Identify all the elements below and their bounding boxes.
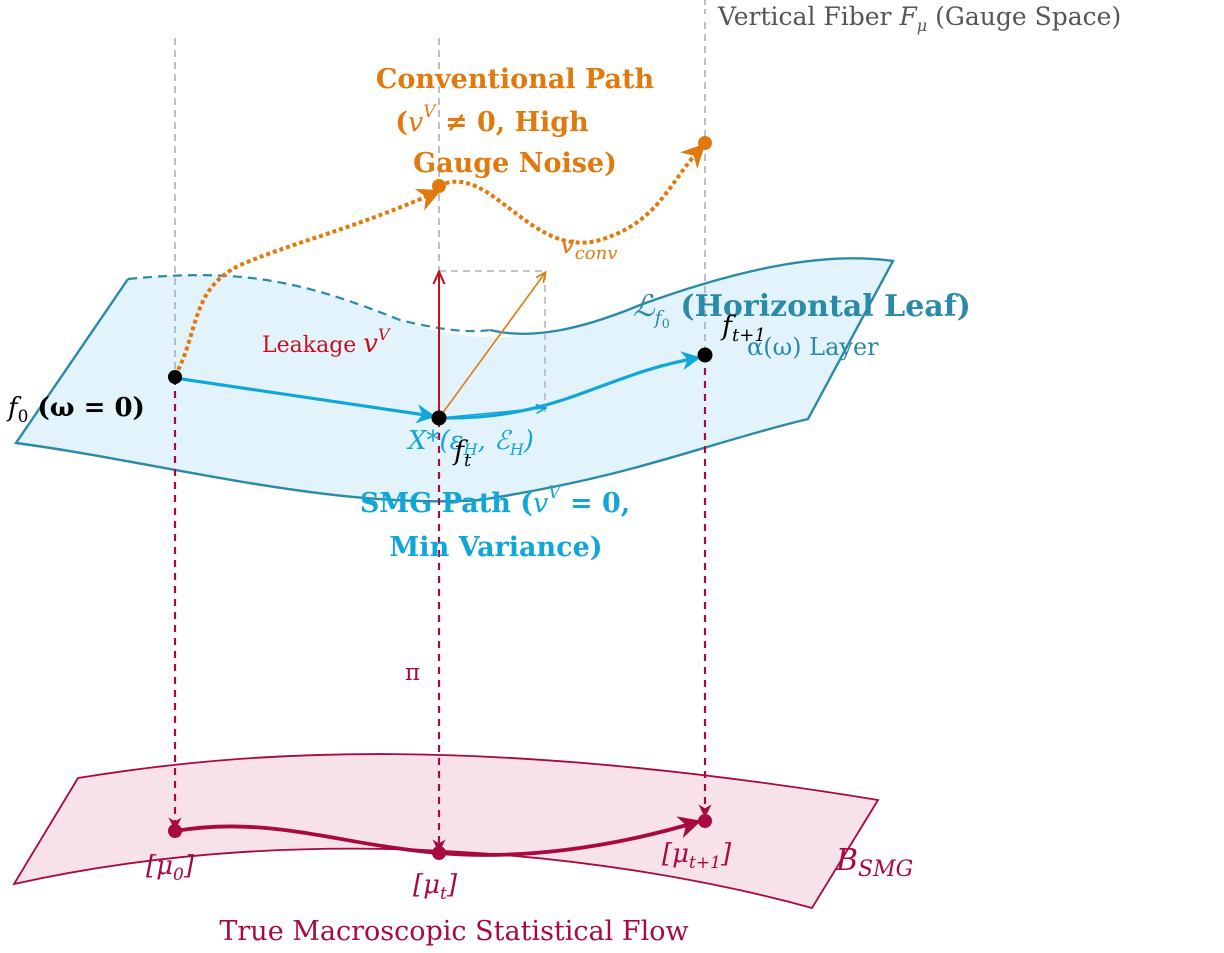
mut-label: [μt] — [413, 870, 458, 904]
base-manifold-label: BSMG — [835, 843, 913, 882]
conventional-path-label: Conventional Path (vV ≠ 0, High Gauge No… — [376, 64, 655, 179]
smg-path-segment-1 — [174, 376, 436, 424]
svg-text:(vV ≠ 0, High: (vV ≠ 0, High — [395, 102, 589, 138]
pi-label: π — [405, 660, 420, 686]
alpha-layer-label: α(ω) Layer — [747, 333, 879, 361]
x-star-label: X*(εH, ℰH) — [406, 426, 534, 459]
smg-path-label: SMG Path (vV = 0, Min Variance) — [360, 483, 630, 563]
point-conv-mid — [432, 179, 446, 193]
horizontal-leaf-label: ℒf0 (Horizontal Leaf) — [633, 289, 971, 332]
point-f0 — [168, 370, 182, 384]
svg-text:Conventional Path: Conventional Path — [376, 64, 655, 95]
smg-path-segment-2 — [438, 351, 701, 420]
horizontal-leaf-surface — [16, 258, 893, 502]
point-conv-end — [698, 136, 712, 150]
point-mut1 — [698, 814, 712, 828]
point-mut — [432, 846, 446, 860]
v-conv-vector — [438, 273, 545, 419]
mu0-label: [μ0] — [146, 851, 195, 885]
base-manifold — [12, 753, 880, 910]
horizontal-leaf-edge — [13, 257, 895, 503]
mut1-label: [μt+1] — [662, 839, 732, 873]
flow-caption: True Macroscopic Statistical Flow — [219, 916, 688, 947]
svg-text:Gauge Noise): Gauge Noise) — [413, 148, 617, 179]
svg-text:SMG Path (vV = 0,: SMG Path (vV = 0, — [360, 483, 630, 519]
svg-text:Min Variance): Min Variance) — [389, 532, 602, 563]
point-ft — [431, 410, 447, 426]
v-conv-label: vconv — [560, 230, 617, 264]
fiber-title: Vertical Fiber Fμ (Gauge Space) — [717, 2, 1121, 35]
conventional-path-segment-2 — [438, 143, 706, 245]
point-ft1 — [697, 347, 713, 363]
point-mu0 — [168, 824, 182, 838]
leakage-label: Leakage vV — [262, 325, 391, 359]
f0-label: f0 (ω = 0) — [6, 393, 145, 427]
